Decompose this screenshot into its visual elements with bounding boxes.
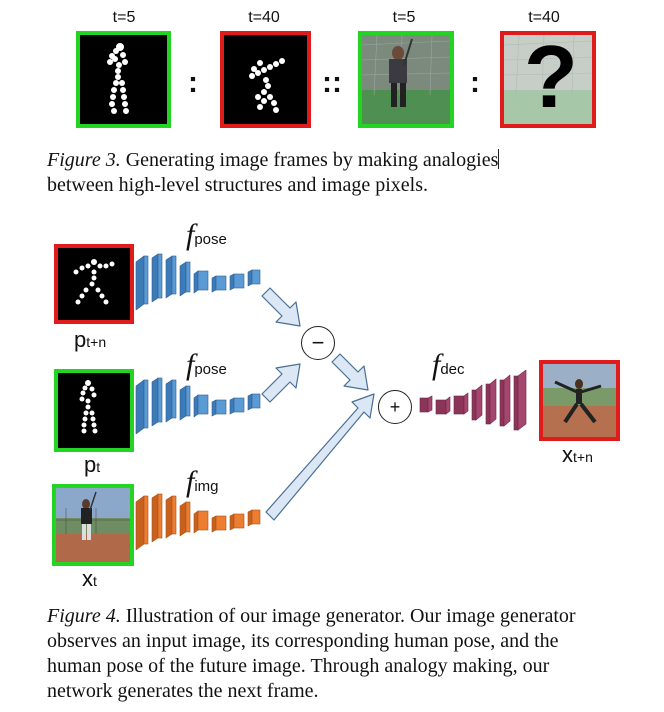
arrow-to-minus-bottom xyxy=(261,363,301,403)
figure4-caption-line-2: observes an input image, its correspondi… xyxy=(47,630,559,652)
figure3-caption-line2: between high-level structures and image … xyxy=(47,174,428,196)
pose-skeleton-standing xyxy=(107,43,129,114)
pose-skeleton-standing-small xyxy=(79,380,98,434)
encoder-label-pose-mid: fpose xyxy=(186,348,227,381)
image-encoder xyxy=(135,493,261,550)
pose-encoder-mid xyxy=(135,377,261,434)
analogy-separator-3: : xyxy=(470,66,480,99)
decoder xyxy=(419,370,527,431)
pose-input-current xyxy=(54,369,134,452)
figure4-caption-label: Figure 4. xyxy=(47,605,121,627)
figure4-caption-line-1: Illustration of our image generator. Our… xyxy=(120,605,576,627)
question-mark: ? xyxy=(524,27,578,126)
figure4-caption-line-3: human pose of the future image. Through … xyxy=(47,655,550,677)
figure4-caption-line-4: network generates the next frame. xyxy=(47,680,319,702)
add-operator: + xyxy=(378,390,412,424)
generated-frame-photo xyxy=(543,364,616,437)
image-input-current xyxy=(52,484,134,566)
baseball-field-photo xyxy=(56,488,130,562)
fig3-label-1: t=5 xyxy=(112,9,136,26)
figure3-caption: Figure 3. Generating image frames by mak… xyxy=(47,148,647,173)
pose-skeleton-spread xyxy=(73,259,115,305)
label-x-tn: xt+n xyxy=(562,442,593,467)
label-x-t: xt xyxy=(82,566,97,591)
pose-frame-t40 xyxy=(220,31,311,128)
pose-frame-t5 xyxy=(76,31,171,128)
encoder-label-pose-top: fpose xyxy=(186,218,227,251)
pose-skeleton-throwing xyxy=(249,58,285,113)
subtract-operator: − xyxy=(301,326,335,360)
batting-cage-photo xyxy=(361,34,451,124)
figure3-caption-text: Generating image frames by making analog… xyxy=(120,149,499,171)
arrow-to-minus-top xyxy=(261,287,301,327)
figure3-caption-label: Figure 3. xyxy=(47,149,121,171)
label-p-t: pt xyxy=(84,452,101,477)
text-cursor xyxy=(498,149,500,169)
figure4-caption: Figure 4. Illustration of our image gene… xyxy=(47,604,647,704)
label-p-tn: pt+n xyxy=(74,327,107,352)
analogy-separator-1: : xyxy=(188,66,198,99)
analogy-separator-2: :: xyxy=(322,66,342,99)
pose-input-future xyxy=(54,244,134,324)
unknown-frame-t40: ? xyxy=(500,27,596,128)
image-output-future xyxy=(539,360,620,441)
faded-cage-photo xyxy=(503,34,593,124)
arrow-to-plus-from-minus xyxy=(331,353,369,391)
image-frame-t5 xyxy=(358,31,454,128)
fig3-label-2: t=40 xyxy=(248,9,280,26)
fig3-label-4: t=40 xyxy=(528,9,560,26)
encoder-label-img: fimg xyxy=(186,465,219,498)
arrow-to-plus-from-image xyxy=(265,393,375,521)
pose-encoder-top xyxy=(135,253,261,310)
fig3-label-3: t=5 xyxy=(392,9,416,26)
decoder-label: fdec xyxy=(432,348,465,381)
